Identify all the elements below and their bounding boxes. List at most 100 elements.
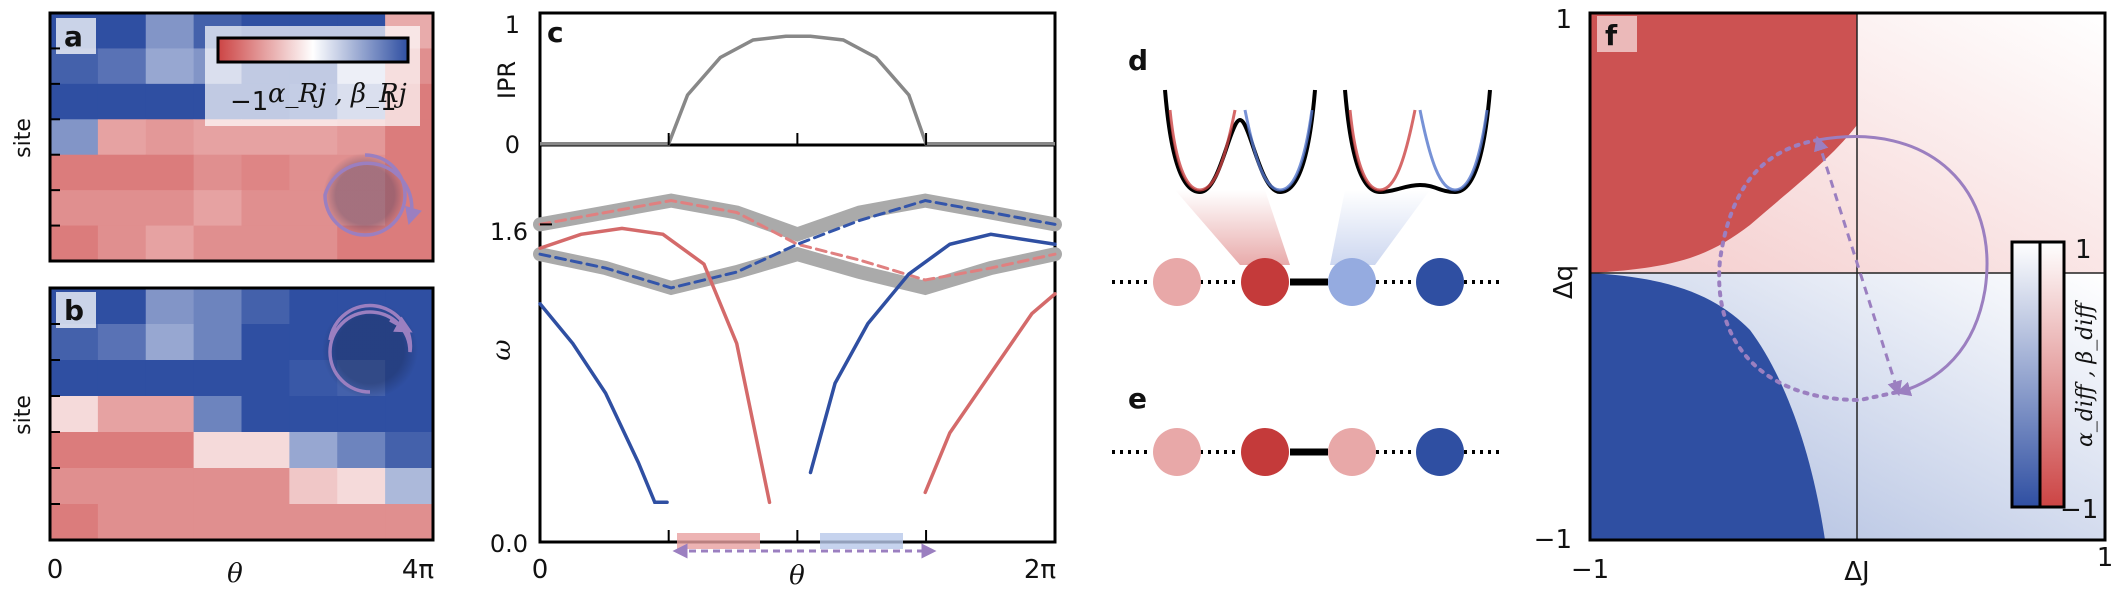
- heatmap-b-cell: [193, 468, 242, 505]
- site-e-2: [1241, 428, 1289, 476]
- ytick-omega-0: 0.0: [490, 530, 528, 558]
- site-d-1: [1153, 258, 1201, 306]
- heatmap-b: [50, 288, 434, 541]
- heatmap-a-cell: [50, 154, 99, 191]
- heatmap-b-cell: [337, 396, 386, 433]
- heatmap-a-cell: [145, 225, 195, 262]
- heatmap-b-cell: [97, 324, 147, 361]
- heatmap-a-cell: [97, 190, 147, 227]
- heatmap-a-cell: [50, 48, 99, 85]
- heatmap-b-cell: [50, 468, 99, 505]
- heatmap-a-cell: [50, 190, 99, 227]
- region-blue: [1590, 273, 1825, 540]
- heatmap-b-cell: [289, 432, 338, 469]
- heatmap-a-cell: [97, 154, 147, 191]
- xtick-b-1: 4π: [402, 555, 434, 585]
- heatmap-b-cell: [193, 324, 242, 361]
- heatmap-a-cell: [145, 13, 195, 49]
- xlabel-f: ΔJ: [1844, 557, 1869, 587]
- colorbar-f-tick-max: 1: [2075, 235, 2092, 265]
- heatmap-a-cell: [97, 13, 147, 49]
- colorbar-f-red: [2038, 240, 2066, 509]
- ytick-ipr-1: 1: [505, 11, 520, 39]
- ylabel-omega: ω: [487, 339, 517, 360]
- ytick-f-1: 1: [1555, 5, 1572, 35]
- site-d-4: [1416, 258, 1464, 306]
- heatmap-b-cell: [145, 396, 195, 433]
- site-d-3: [1328, 258, 1376, 306]
- heatmap-b-cell: [193, 504, 242, 541]
- heatmap-b-cell: [145, 324, 195, 361]
- panel-label-e: e: [1128, 382, 1147, 415]
- colorbar-f-label: α_diff , β_diff: [2073, 300, 2098, 447]
- xtick-f-1: 1: [2097, 543, 2114, 573]
- heatmap-b-cell: [337, 432, 386, 469]
- spectrum-plot: [533, 193, 1062, 542]
- ytick-ipr-0: 0: [505, 131, 520, 159]
- heatmap-b-cell: [50, 396, 99, 433]
- panel-c: c IPR 1 0 ω 1.6 0.0 0 θ 2π: [487, 11, 1062, 591]
- heatmap-b-cell: [50, 324, 99, 361]
- panel-d: d: [1112, 44, 1502, 306]
- site-e-3: [1328, 428, 1376, 476]
- heatmap-a-cell: [241, 190, 290, 227]
- series-blue-solid-1: [538, 302, 669, 505]
- xlabel-c: θ: [789, 561, 805, 591]
- heatmap-b-cell: [241, 324, 290, 361]
- heatmap-b-cell: [289, 504, 338, 541]
- colorbar-a: [216, 36, 410, 64]
- heatmap-b-cell: [50, 504, 99, 541]
- heatmap-a-cell: [241, 154, 290, 191]
- heatmap-b-cell: [145, 360, 195, 397]
- heatmap-b-cell: [289, 396, 338, 433]
- heatmap-b-cell: [193, 360, 242, 397]
- ytick-omega-1.6: 1.6: [490, 218, 528, 246]
- series-red-solid-1: [538, 226, 772, 505]
- xlabel-b: θ: [227, 559, 243, 589]
- heatmap-a-cell: [145, 48, 195, 85]
- heatmap-a-cell: [145, 83, 195, 120]
- heatmap-b-cell: [241, 432, 290, 469]
- panel-a: −1 1 α_Rj , β_Rj a site: [11, 11, 435, 263]
- heatmap-b-cell: [193, 432, 242, 469]
- heatmap-a-cell: [193, 225, 242, 262]
- colorbar-f-blue: [2010, 240, 2042, 509]
- heatmap-b-cell: [145, 288, 195, 325]
- panel-f: f 1 −1 α_diff , β_diff 1 −1 Δq −1 ΔJ 1: [1534, 5, 2114, 587]
- double-well-right: [1343, 89, 1492, 195]
- heatmap-a-cell: [97, 225, 147, 262]
- heatmap-a-cell: [145, 190, 195, 227]
- heatmap-a-cell: [50, 119, 99, 156]
- panel-label-d: d: [1128, 44, 1148, 77]
- colorbar-a-tick-max: 1: [380, 87, 397, 117]
- xtick-c-1: 2π: [1024, 555, 1056, 585]
- heatmap-b-cell: [289, 468, 338, 505]
- ipr-plot: [540, 34, 1055, 146]
- site-d-2: [1241, 258, 1289, 306]
- heatmap-b-cell: [193, 288, 242, 325]
- panel-label-f: f: [1605, 19, 1618, 52]
- panel-b-frame: [48, 286, 435, 542]
- ipr-line: [540, 34, 1055, 146]
- heatmap-a-cell: [145, 154, 195, 191]
- heatmap-b-cell: [50, 432, 99, 469]
- heatmap-b-cell: [97, 468, 147, 505]
- ylabel-f: Δq: [1549, 265, 1579, 299]
- heatmap-b-cell: [97, 504, 147, 541]
- heatmap-a-cell: [145, 119, 195, 156]
- heatmap-b-cell: [241, 504, 290, 541]
- heatmap-b-cell: [385, 504, 434, 541]
- heatmap-b-cell: [50, 360, 99, 397]
- heatmap-b-cell: [241, 360, 290, 397]
- series-blue-dashed: [538, 199, 1057, 290]
- heatmap-a-cell: [97, 83, 147, 120]
- panel-c-top-frame: [538, 11, 1057, 147]
- heatmap-b-cell: [385, 432, 434, 469]
- heatmap-b-cell: [337, 504, 386, 541]
- circular-arrow-a: [323, 153, 422, 237]
- ylabel-a: site: [11, 118, 36, 158]
- heatmap-b-cell: [241, 468, 290, 505]
- heatmap-b-cell: [385, 396, 434, 433]
- heatmap-b-cell: [97, 432, 147, 469]
